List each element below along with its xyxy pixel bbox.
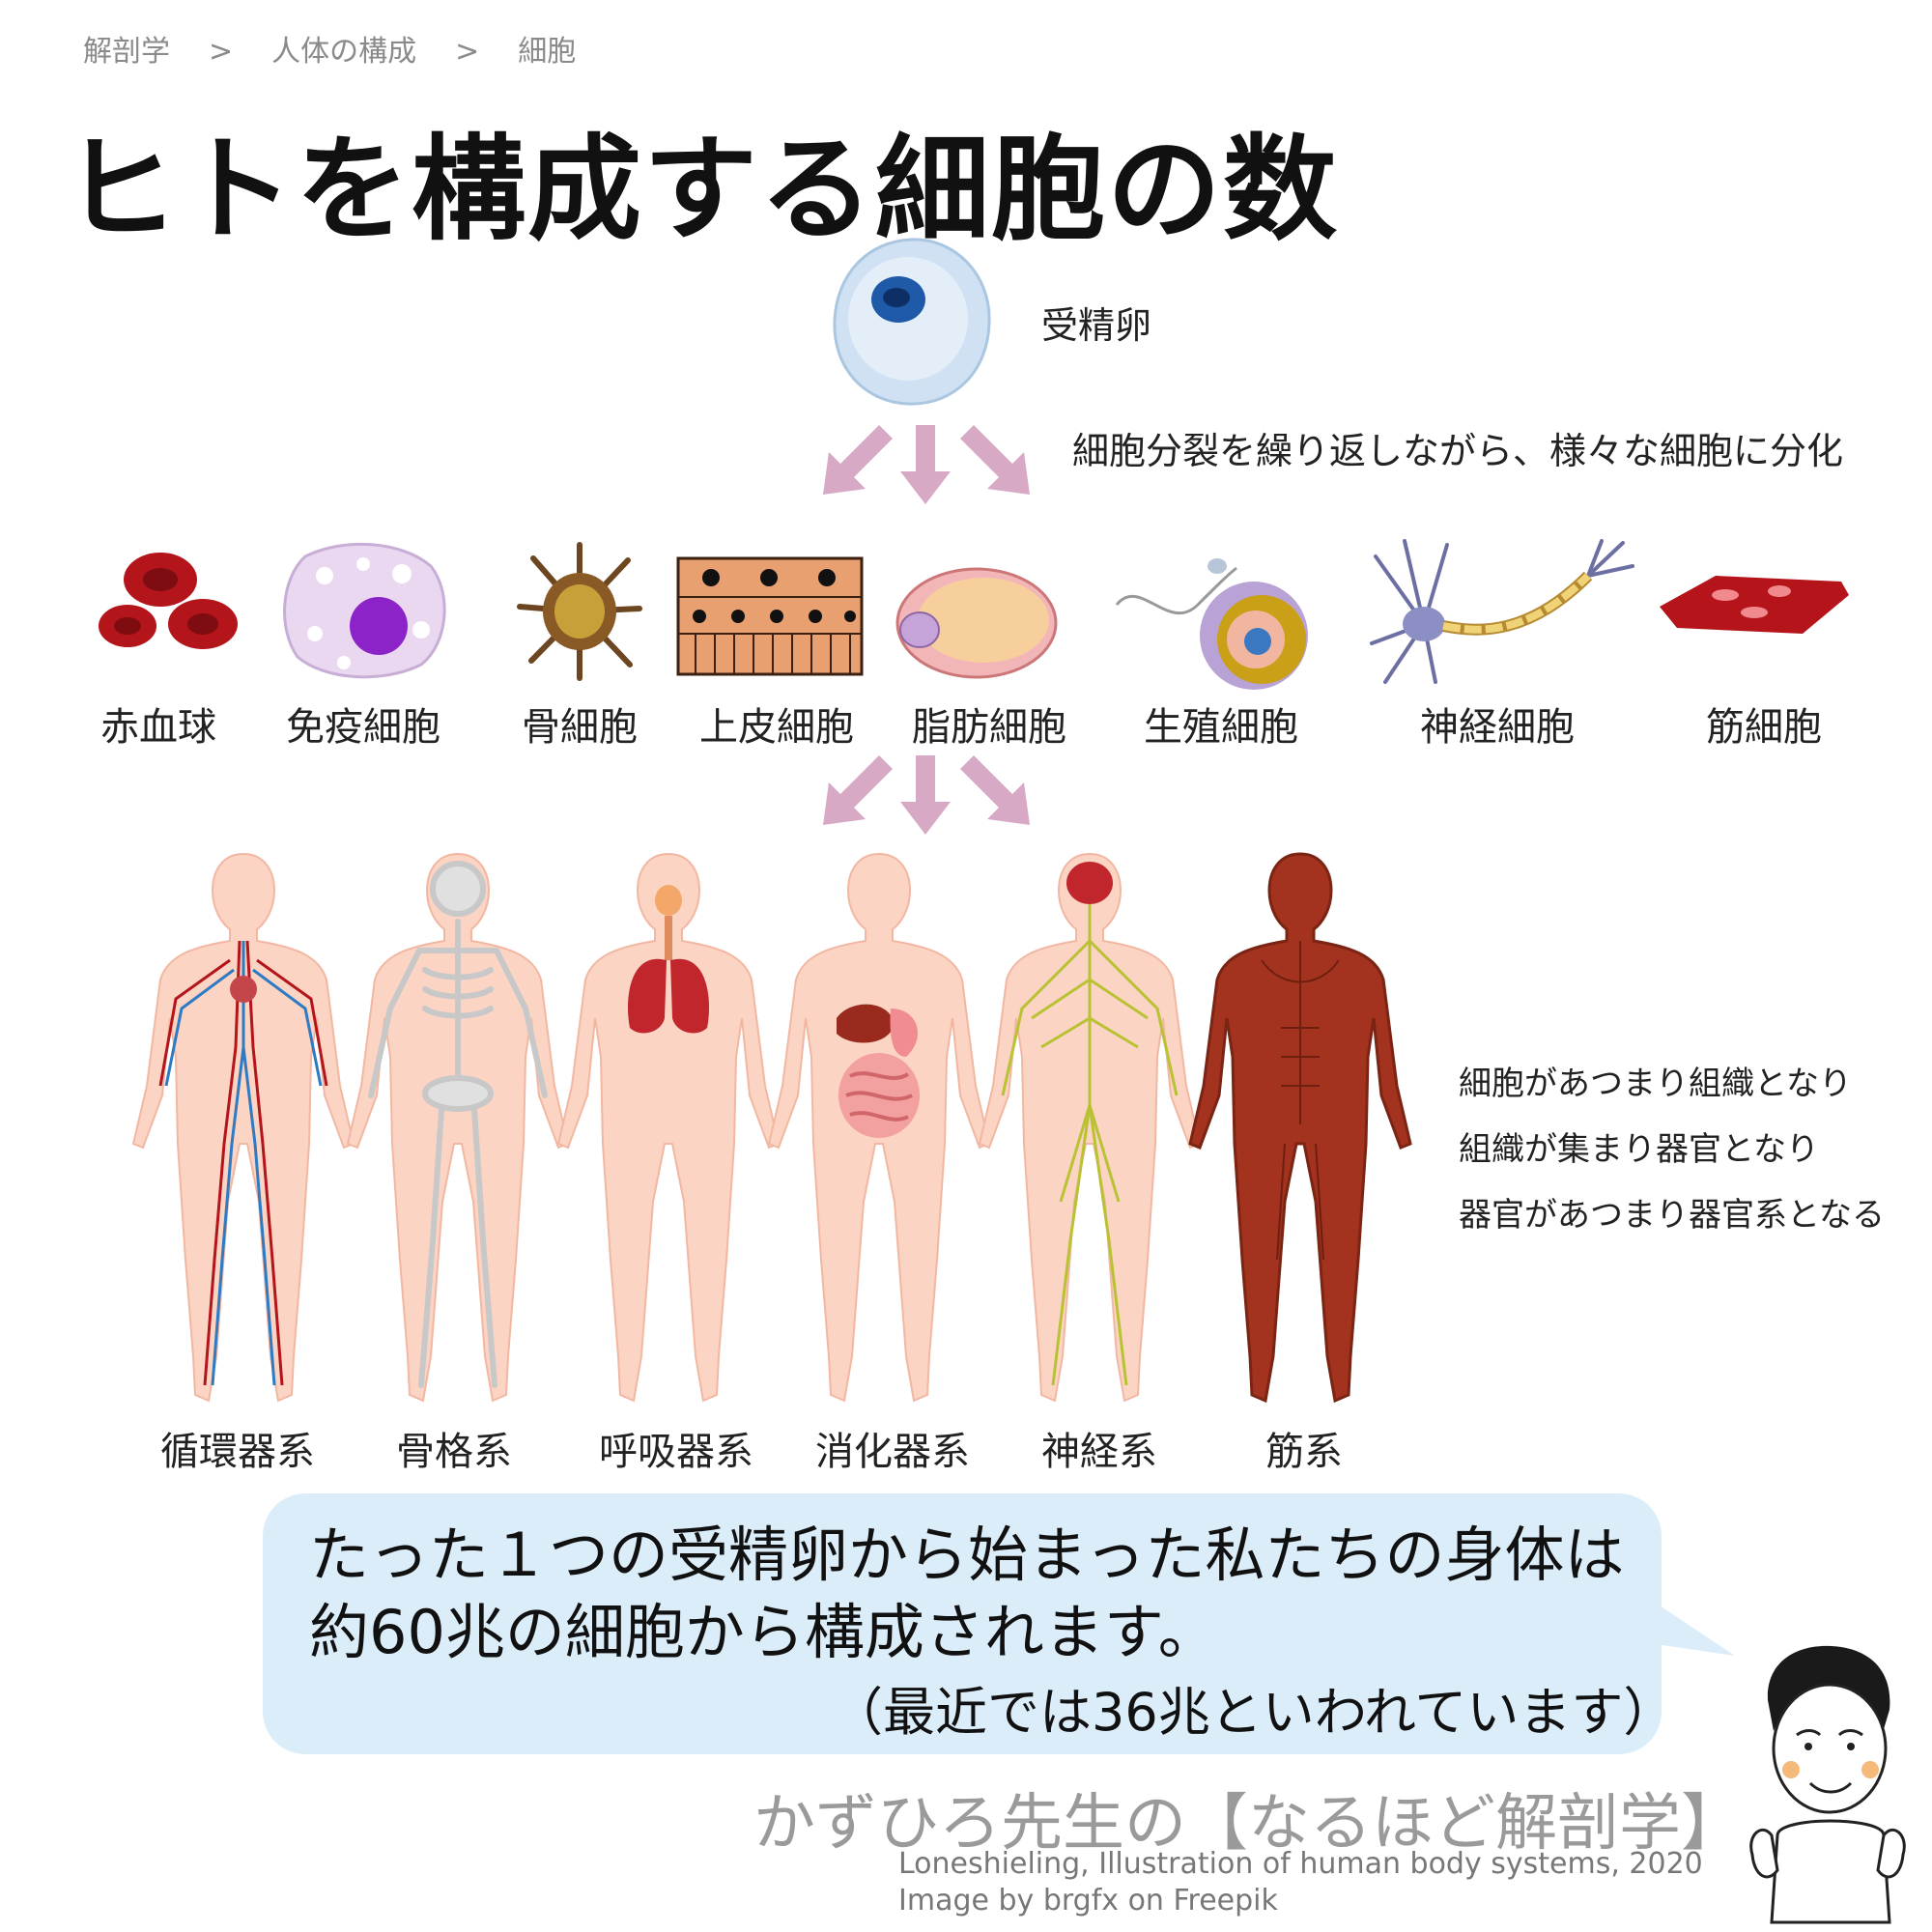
breadcrumb-item-cell[interactable]: 細胞 [518,35,577,69]
page-title: ヒトを構成する細胞の数 [64,123,1340,256]
division-arrows [823,425,1030,504]
epithelial-cell-icon [676,556,864,676]
differentiation-arrows [823,755,1030,835]
cell-label-red-blood: 赤血球 [100,705,216,750]
immune-cell-icon [283,542,446,679]
breadcrumb: 解剖学 > 人体の構成 > 細胞 [83,27,576,70]
arrow-right-icon [960,755,1030,825]
zygote-label: 受精卵 [1041,304,1152,347]
breadcrumb-item-body[interactable]: 人体の構成 [271,35,417,69]
zygote-illustration [833,238,991,406]
system-label-digestive: 消化器系 [815,1430,970,1474]
bubble-text: たった１つの受精卵から始まった私たちの身体は 約60兆の細胞から構成されます。 [309,1517,1625,1671]
cell-label-muscle: 筋細胞 [1706,705,1822,750]
bubble-line-2: 約60兆の細胞から構成されます。 [309,1597,1218,1667]
division-note: 細胞分裂を繰り返しながら、様々な細胞に分化 [1072,430,1844,472]
breadcrumb-separator: > [209,35,234,69]
cell-label-epithelial: 上皮細胞 [699,705,854,750]
hierarchy-note-tissue: 細胞があつまり組織となり [1459,1065,1852,1103]
fat-cell-icon [895,567,1058,679]
muscle-cell-icon [1660,576,1849,634]
bubble-line-3: （最近では36兆といわれています） [831,1682,1676,1743]
nerve-cell-icon [1370,539,1634,684]
muscular-system-figure [1188,852,1412,1403]
cell-label-nerve: 神経細胞 [1420,705,1575,750]
system-label-circulatory: 循環器系 [160,1430,315,1474]
digestive-system-figure [768,853,990,1402]
circulatory-system-figure [132,853,355,1402]
bone-cell-icon [517,542,642,681]
speech-bubble-tail [1642,1594,1735,1656]
cell-label-reproductive: 生殖細胞 [1144,705,1298,750]
nervous-system-figure [979,853,1201,1402]
brand-title: かずひろ先生の【なるほど解剖学】 [753,1788,1743,1860]
system-label-respiratory: 呼吸器系 [599,1430,753,1474]
cell-label-bone: 骨細胞 [522,705,638,750]
skeletal-system-figure [347,853,569,1402]
breadcrumb-separator: > [455,35,480,69]
system-label-nervous: 神経系 [1041,1430,1157,1474]
cell-label-immune: 免疫細胞 [286,705,440,750]
speech-bubble [263,1493,1662,1754]
hierarchy-note-organ-system: 器官があつまり器官系となる [1459,1196,1885,1235]
teacher-mascot-avatar [1749,1645,1906,1924]
system-label-muscular: 筋系 [1265,1430,1343,1474]
hierarchy-note-organ: 組織が集まり器官となり [1459,1130,1819,1169]
arrow-right-icon [960,425,1030,495]
red-blood-cell-icon [99,553,238,649]
respiratory-system-figure [557,853,780,1402]
credit-line-2: Image by brgfx on Freepik [898,1884,1278,1918]
arrow-left-icon [823,425,893,495]
credit-line-1: Loneshieling, Illustration of human body… [898,1847,1703,1881]
reproductive-cell-icon [1115,558,1308,690]
arrow-down-icon [900,755,951,835]
breadcrumb-item-anatomy[interactable]: 解剖学 [83,35,170,69]
bubble-line-1: たった１つの受精卵から始まった私たちの身体は [309,1520,1625,1590]
cell-label-fat: 脂肪細胞 [912,705,1066,750]
system-label-skeletal: 骨格系 [396,1430,512,1474]
arrow-left-icon [823,755,893,825]
arrow-down-icon [900,425,951,504]
